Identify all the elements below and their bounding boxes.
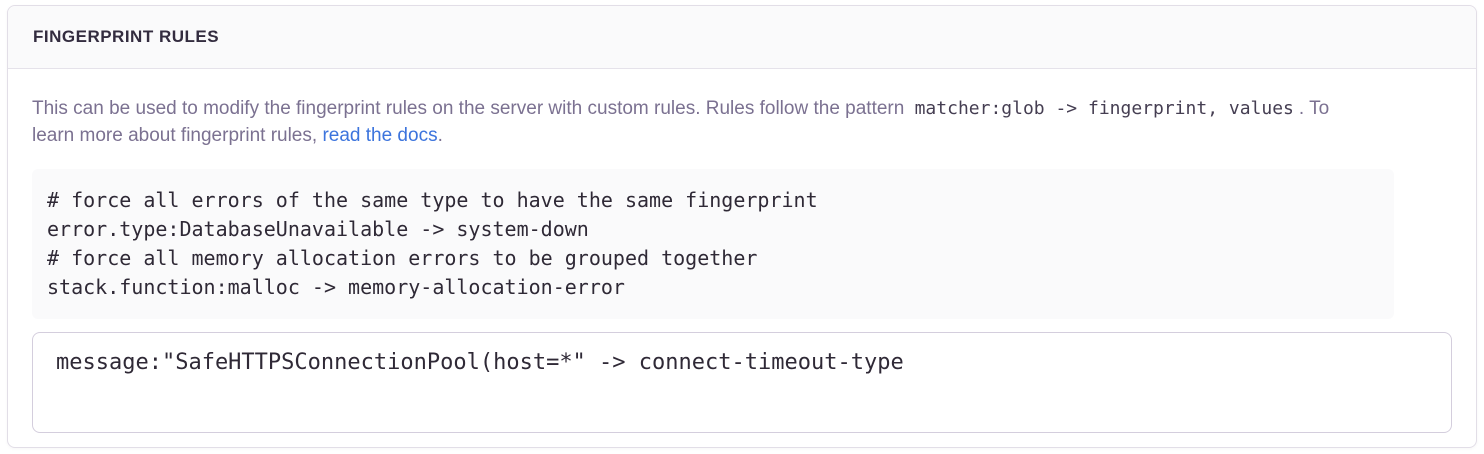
panel-title: FINGERPRINT RULES	[33, 27, 220, 46]
fingerprint-rules-panel: FINGERPRINT RULES This can be used to mo…	[7, 5, 1477, 448]
panel-header: FINGERPRINT RULES	[8, 6, 1476, 69]
description-text-2: . To	[1298, 98, 1330, 119]
example-rules-code-block: # force all errors of the same type to h…	[32, 169, 1394, 319]
pattern-inline-code: matcher:glob -> fingerprint, values	[914, 98, 1294, 119]
description-text-4: .	[437, 125, 443, 146]
description: This can be used to modify the fingerpri…	[32, 95, 1394, 149]
panel-body: This can be used to modify the fingerpri…	[8, 69, 1476, 433]
description-text-3: learn more about fingerprint rules,	[32, 125, 323, 146]
fingerprint-rules-textarea[interactable]: message:"SafeHTTPSConnectionPool(host=*"…	[32, 332, 1452, 433]
description-text-1: This can be used to modify the fingerpri…	[32, 98, 905, 119]
read-the-docs-link[interactable]: read the docs	[322, 125, 438, 146]
